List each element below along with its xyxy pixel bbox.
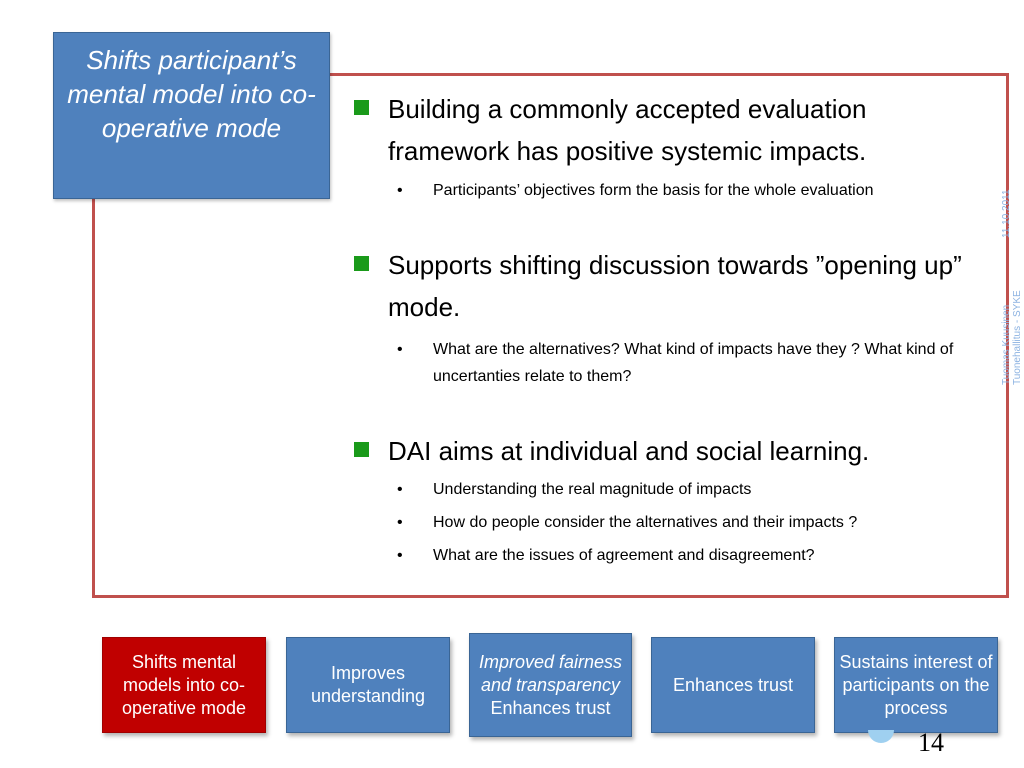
green-square-bullet-icon	[354, 100, 369, 115]
bullet-1: Building a commonly accepted evaluation …	[352, 88, 992, 172]
bullet-3-text: DAI aims at individual and social learni…	[388, 436, 870, 466]
page-number: 14	[918, 728, 944, 757]
bullet-list: Building a commonly accepted evaluation …	[352, 88, 992, 569]
dot-bullet-icon: •	[397, 182, 403, 199]
footer-date: 11.10.2011	[1001, 189, 1012, 238]
sub-bullet-text: Understanding the real magnitude of impa…	[433, 481, 752, 498]
box-text: Sustains interest of participants on the…	[839, 651, 993, 718]
footer-author: Tuomas Kuusinen	[1001, 304, 1012, 385]
green-square-bullet-icon	[354, 256, 369, 271]
slide-title-box: Shifts participant’s mental model into c…	[53, 32, 330, 199]
sub-bullet-3-2: • How do people consider the alternative…	[352, 509, 992, 536]
box-text: Shifts mental models into co-operative m…	[121, 651, 247, 718]
box-sustains-interest: Sustains interest of participants on the…	[834, 637, 998, 733]
sub-bullet-1-1: • Participants’ objectives form the basi…	[352, 177, 992, 204]
bullet-2: Supports shifting discussion towards ”op…	[352, 244, 992, 328]
box-text-italic: Improved fairness and transparency	[478, 651, 623, 695]
box-shifts-mental-models: Shifts mental models into co-operative m…	[102, 637, 266, 733]
dot-bullet-icon: •	[397, 547, 403, 564]
dot-bullet-icon: •	[397, 481, 403, 498]
footer-org: Tuonehallitus - SYKE	[1012, 290, 1022, 385]
green-square-bullet-icon	[354, 442, 369, 457]
box-improves-understanding: Improves understanding	[286, 637, 450, 733]
bullet-1-text: Building a commonly accepted evaluation …	[388, 94, 867, 166]
sub-bullet-2-1: • What are the alternatives? What kind o…	[352, 336, 992, 390]
box-text: Enhances trust	[672, 674, 794, 695]
dot-bullet-icon: •	[397, 341, 403, 358]
dot-bullet-icon: •	[397, 514, 403, 531]
bullet-3: DAI aims at individual and social learni…	[352, 430, 992, 472]
box-text: Enhances trust	[490, 697, 611, 718]
sub-bullet-text: What are the issues of agreement and dis…	[433, 547, 815, 564]
box-text: Improves understanding	[310, 663, 426, 706]
slide-title: Shifts participant’s mental model into c…	[67, 45, 316, 143]
logo-circle-icon	[868, 730, 894, 743]
sub-bullet-text: What are the alternatives? What kind of …	[433, 341, 954, 385]
vertical-footer-text: 11.10.2011 Tuomas Kuusinen Tuonehallitus…	[992, 180, 1022, 390]
box-improved-fairness: Improved fairness and transparency Enhan…	[469, 633, 632, 737]
sub-bullet-text: How do people consider the alternatives …	[433, 514, 858, 531]
sub-bullet-3-1: • Understanding the real magnitude of im…	[352, 476, 992, 503]
bullet-2-text: Supports shifting discussion towards ”op…	[388, 250, 962, 322]
sub-bullet-3-3: • What are the issues of agreement and d…	[352, 542, 992, 569]
box-enhances-trust: Enhances trust	[651, 637, 815, 733]
sub-bullet-text: Participants’ objectives form the basis …	[433, 182, 874, 199]
